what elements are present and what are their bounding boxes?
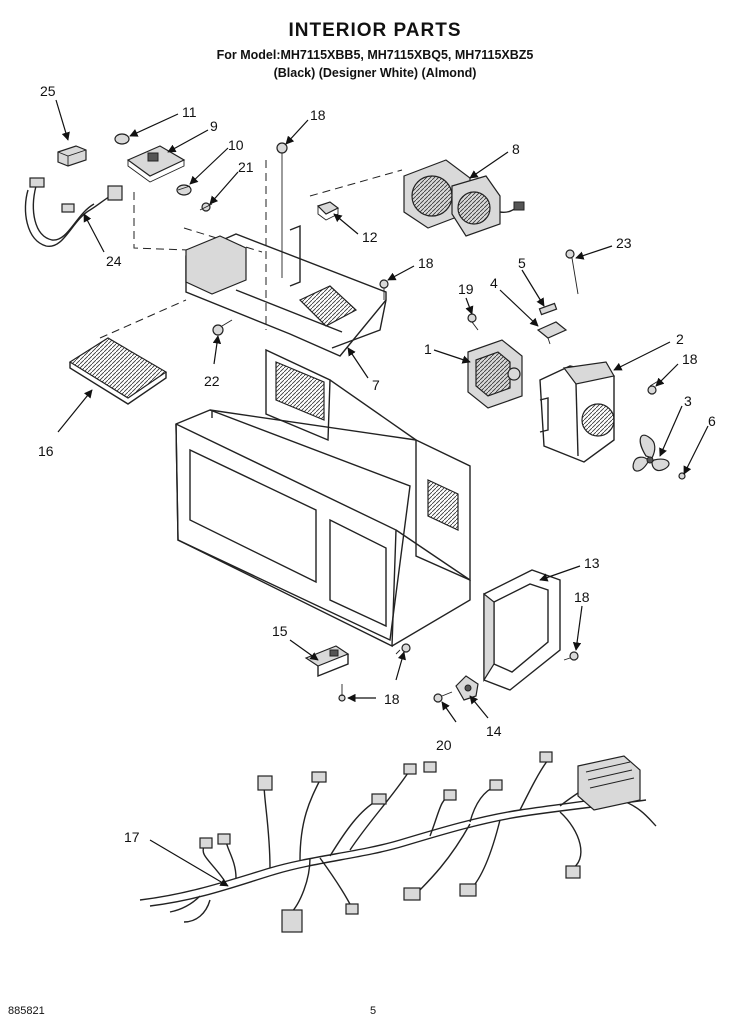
- document-code: 885821: [8, 1005, 45, 1017]
- part-7-mounting-plate: [185, 224, 387, 357]
- part-19-screw: [467, 313, 479, 331]
- part-24-wire-harness: [24, 177, 123, 247]
- callout-25: 25: [40, 83, 56, 99]
- part-18-screw-15: [338, 684, 346, 702]
- part-8-blower-motor: [403, 159, 525, 237]
- callout-8: 8: [512, 141, 520, 157]
- part-14-door-switch: [455, 675, 479, 701]
- part-4-thermostat: [536, 321, 568, 345]
- callout-11: 11: [182, 104, 197, 120]
- part-21-screw: [199, 202, 213, 212]
- part-16-filter: [68, 337, 168, 405]
- callout-13: 13: [584, 555, 600, 571]
- callout-9: 9: [210, 118, 218, 134]
- callout-12: 12: [362, 229, 378, 245]
- part-18-screw-lower: [395, 643, 411, 655]
- part-2-air-duct: [539, 361, 615, 463]
- callout-5: 5: [518, 255, 526, 271]
- page-title: INTERIOR PARTS: [288, 20, 462, 41]
- part-22-screw: [212, 319, 233, 336]
- leader-lines: [55, 99, 709, 887]
- part-10-clip: [176, 184, 192, 196]
- callout-6: 6: [708, 413, 716, 429]
- callout-14: 14: [486, 723, 502, 739]
- callout-1: 1: [424, 341, 432, 357]
- part-20-screw: [433, 691, 453, 703]
- callout-21: 21: [238, 159, 254, 175]
- part-6-nut: [678, 472, 686, 480]
- callout-23: 23: [616, 235, 632, 251]
- callout-19: 19: [458, 281, 474, 297]
- callout-15: 15: [272, 623, 288, 639]
- callout-18-a: 18: [310, 107, 326, 123]
- part-25-connector: [57, 145, 87, 167]
- part-11-nut: [114, 133, 130, 145]
- part-18-screw-frame: [563, 651, 579, 661]
- part-9-thermal-plate: [126, 145, 186, 183]
- part-18-screw-top: [276, 142, 288, 278]
- part-17-main-harness: [139, 751, 657, 933]
- oven-cavity: [175, 348, 471, 648]
- part-5-thermal-fuse: [538, 302, 558, 316]
- part-23-screw: [565, 249, 579, 295]
- model-numbers: For Model:MH7115XBB5, MH7115XBQ5, MH7115…: [216, 48, 534, 62]
- callout-4: 4: [490, 275, 498, 291]
- callout-16: 16: [38, 443, 54, 459]
- callout-2: 2: [676, 331, 684, 347]
- part-1-magnetron: [467, 339, 523, 409]
- part-3-fan-blade: [632, 434, 670, 472]
- part-18-screw-bracket: [379, 279, 389, 300]
- callout-18-b: 18: [418, 255, 434, 271]
- callout-3: 3: [684, 393, 692, 409]
- callout-labels: 25 11 9 10 21 18 8 12 18 24 23 5 4 19 1 …: [38, 83, 716, 845]
- callout-18-c: 18: [682, 351, 698, 367]
- callout-18-e: 18: [384, 691, 400, 707]
- page-number: 5: [370, 1005, 377, 1017]
- callout-24: 24: [106, 253, 122, 269]
- part-13-choke-frame: [483, 569, 561, 691]
- callout-10: 10: [228, 137, 244, 153]
- callout-7: 7: [372, 377, 380, 393]
- callout-20: 20: [436, 737, 452, 753]
- callout-22: 22: [204, 373, 220, 389]
- model-colors: (Black) (Designer White) (Almond): [273, 66, 477, 80]
- callout-17: 17: [124, 829, 140, 845]
- callout-18-d: 18: [574, 589, 590, 605]
- part-12-clip: [316, 201, 340, 221]
- part-18-screw-duct: [647, 379, 661, 395]
- part-15-bracket: [304, 645, 350, 678]
